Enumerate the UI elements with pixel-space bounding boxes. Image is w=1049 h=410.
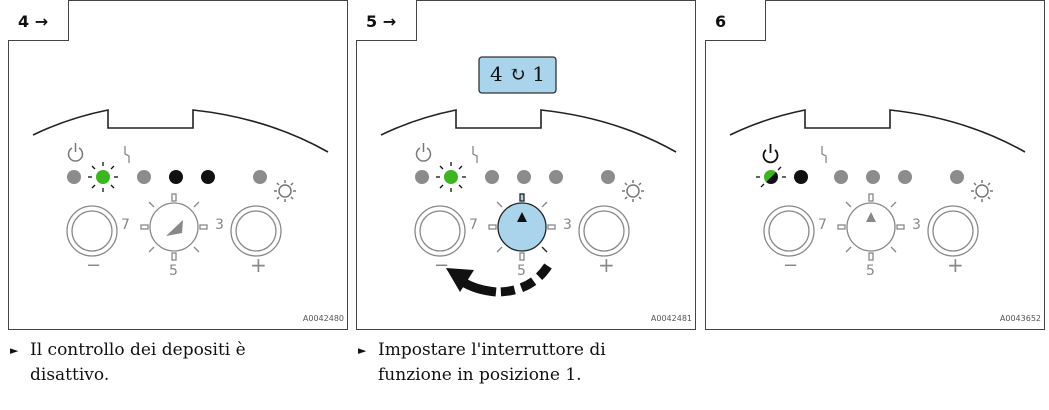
step-number: 5 →	[366, 12, 397, 31]
figure-code: A0042480	[302, 314, 344, 323]
led-6	[601, 170, 615, 184]
plus-label: +	[947, 253, 964, 277]
figure-code: A0042481	[650, 314, 692, 323]
plus-button	[578, 205, 630, 257]
plus-label: +	[598, 253, 615, 277]
step-number: 6	[715, 12, 727, 31]
led-5	[898, 170, 912, 184]
led-4	[169, 170, 183, 184]
minus-label: −	[86, 255, 102, 276]
led-5	[549, 170, 563, 184]
function-dial-active	[488, 193, 556, 261]
dial-label-bottom: 5	[866, 263, 875, 279]
bullet-icon: ►	[10, 344, 19, 357]
led-6	[253, 170, 267, 184]
led-1	[415, 170, 429, 184]
minus-label: −	[434, 255, 450, 276]
led-1-blinking	[756, 166, 786, 188]
step-panel-6: 6 7 3 5 − + A0043652	[705, 0, 1045, 330]
dial-label-right: 3	[912, 217, 921, 233]
fault-icon	[821, 146, 827, 163]
step-6-illustration	[705, 0, 1045, 330]
plus-button	[927, 205, 979, 257]
led-4	[517, 170, 531, 184]
caption-text: Il controllo dei depositi è disattivo.	[30, 340, 246, 385]
power-icon	[415, 143, 432, 162]
rotate-counterclockwise-arrow	[446, 263, 552, 297]
step-number: 4 →	[18, 12, 49, 31]
dial-label-left: 7	[121, 217, 130, 233]
led-2-blinking	[436, 162, 466, 192]
figure-code: A0043652	[999, 314, 1041, 323]
led-4	[866, 170, 880, 184]
caption-text: Impostare l'interruttore di funzione in …	[378, 340, 606, 385]
minus-button	[414, 205, 466, 257]
step-4-illustration	[8, 0, 348, 330]
light-icon	[274, 180, 296, 202]
minus-button	[66, 205, 118, 257]
led-1	[67, 170, 81, 184]
led-6	[950, 170, 964, 184]
led-2-blinking	[88, 162, 118, 192]
led-2	[794, 170, 808, 184]
plus-button	[230, 205, 282, 257]
fault-icon	[472, 146, 478, 163]
display-box	[478, 56, 557, 94]
step-panel-5: 5 → 4 ↻ 1 7 3 5 − + A0042481	[356, 0, 696, 330]
step-5-illustration	[356, 0, 696, 330]
function-dial	[140, 193, 208, 261]
dial-label-left: 7	[469, 217, 478, 233]
step-panel-4: 4 → 7 3 5 − + A0042480	[8, 0, 348, 330]
power-icon	[762, 144, 779, 164]
light-icon	[971, 180, 993, 202]
dial-label-left: 7	[818, 217, 827, 233]
led-5	[201, 170, 215, 184]
dial-label-bottom: 5	[169, 263, 178, 279]
function-dial	[837, 193, 905, 261]
dial-label-right: 3	[215, 217, 224, 233]
dial-label-bottom: 5	[517, 263, 526, 279]
dial-label-right: 3	[563, 217, 572, 233]
led-3	[834, 170, 848, 184]
bullet-icon: ►	[358, 344, 367, 357]
led-3	[137, 170, 151, 184]
minus-button	[763, 205, 815, 257]
led-3	[485, 170, 499, 184]
display-readout: 4 ↻ 1	[490, 62, 545, 86]
plus-label: +	[250, 253, 267, 277]
minus-label: −	[783, 255, 799, 276]
fault-icon	[124, 146, 130, 163]
power-icon	[67, 143, 84, 162]
light-icon	[622, 180, 644, 202]
